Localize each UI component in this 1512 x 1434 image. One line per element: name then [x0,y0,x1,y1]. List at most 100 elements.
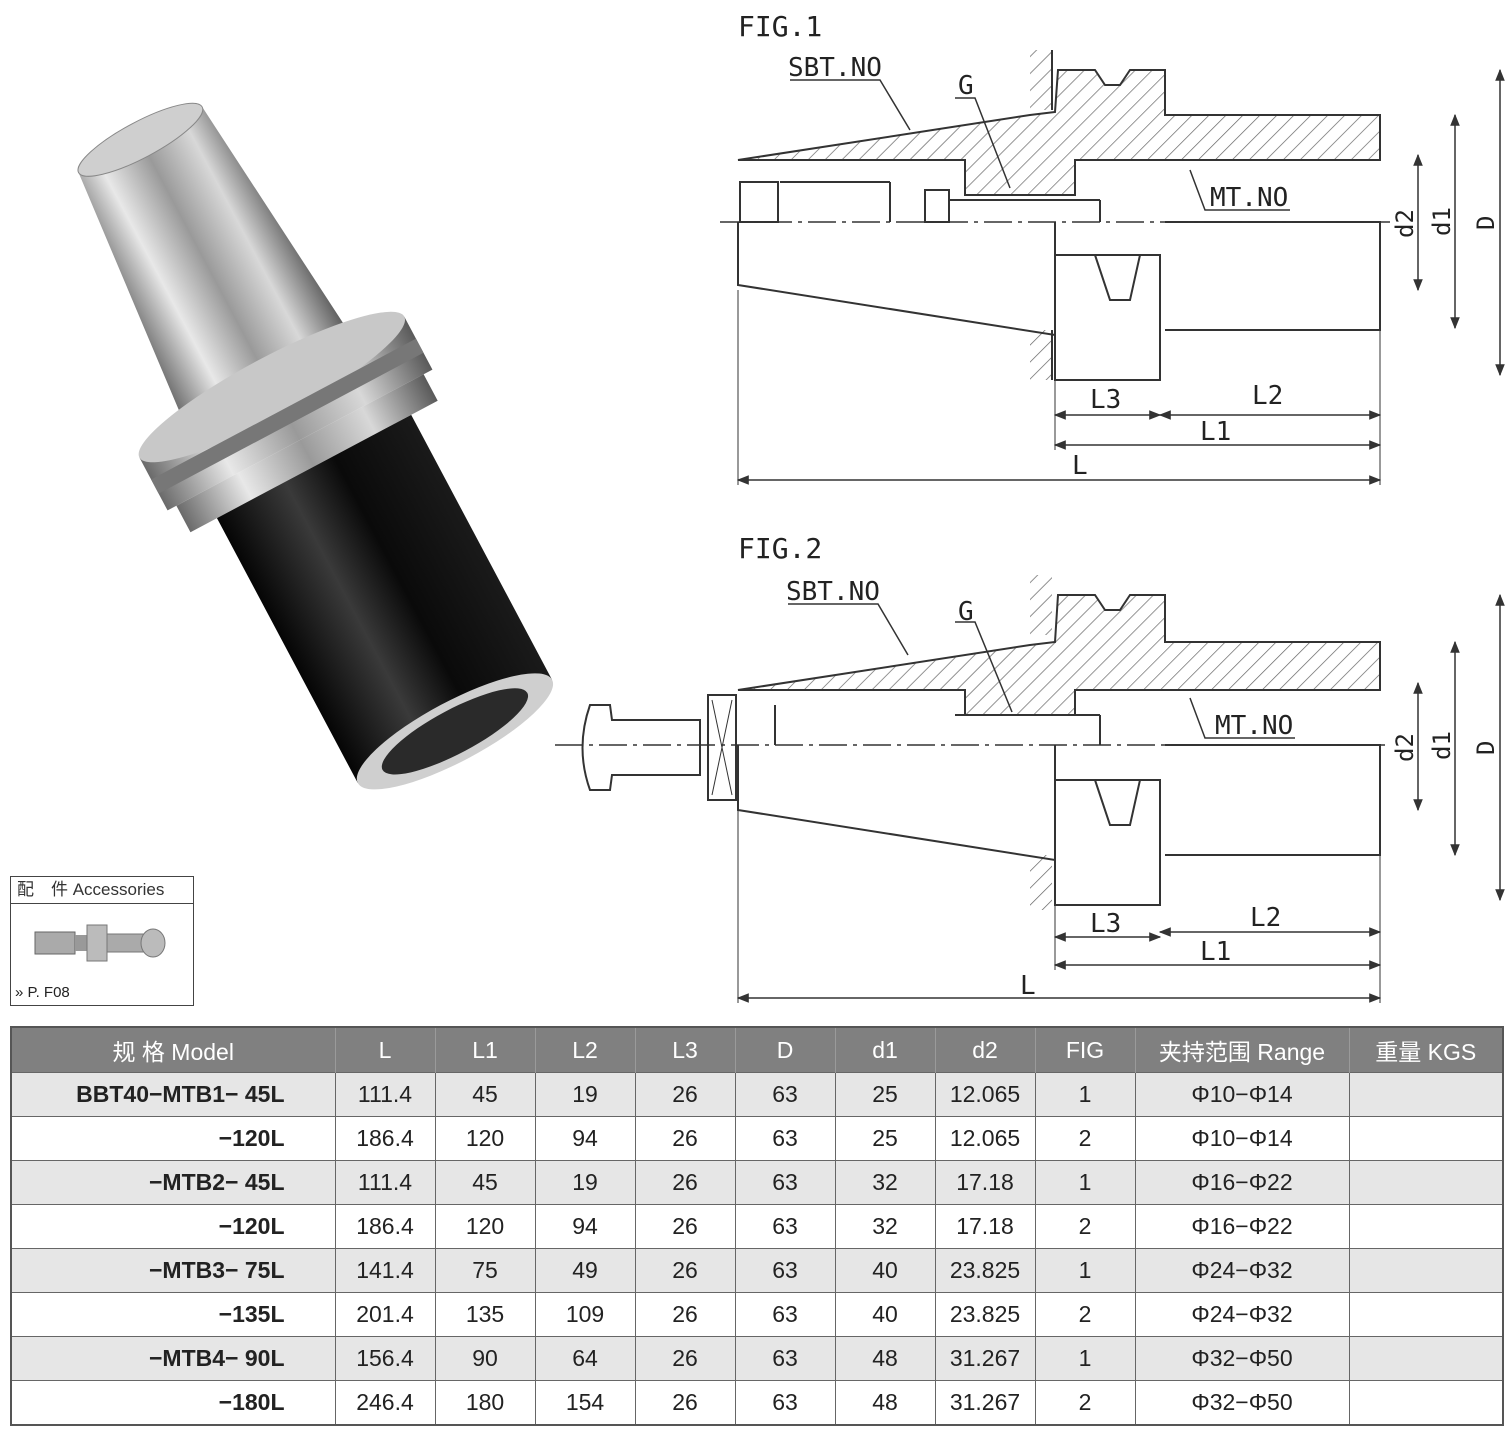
header-l2: L2 [534,1027,635,1073]
header-d2: d2 [934,1027,1035,1073]
cell: 26 [634,1380,735,1425]
cell: 63 [734,1248,835,1293]
table-row: −120L 186.4 120 94 26 63 25 12.065 2 Φ10… [10,1116,1503,1161]
cell: 186.4 [334,1116,435,1161]
fig1-d1-label: d1 [1428,207,1456,236]
cell: 156.4 [334,1336,435,1381]
cell: 1 [1034,1160,1135,1205]
header-weight: 重量 KGS [1348,1027,1503,1073]
cell: 26 [634,1160,735,1205]
cell-model: −MTB2− 45L [10,1160,335,1205]
fig2-l3-label: L3 [1090,909,1121,939]
cell: 26 [634,1248,735,1293]
cell-model: −MTB3− 75L [10,1248,335,1293]
cell: 246.4 [334,1380,435,1425]
cell: 111.4 [334,1160,435,1205]
cell: 23.825 [934,1248,1035,1293]
cell [1348,1336,1503,1381]
fig1-mt-label: MT.NO [1210,183,1288,213]
cell: 201.4 [334,1292,435,1337]
cell: 45 [434,1072,535,1117]
cell: 63 [734,1072,835,1117]
cell: 63 [734,1336,835,1381]
cell: 23.825 [934,1292,1035,1337]
cell: 31.267 [934,1336,1035,1381]
pull-stud-image [34,924,166,962]
header-fig: FIG [1034,1027,1135,1073]
cell: 1 [1034,1248,1135,1293]
table-row: −135L 201.4 135 109 26 63 40 23.825 2 Φ2… [10,1292,1503,1337]
fig2-drawing: FIG.2 SBT.NO G MT.NO L3 L2 L1 [555,532,1505,1003]
cell: 63 [734,1204,835,1249]
cell-model: −120L [10,1116,335,1161]
fig2-dd-label: D [1472,741,1500,755]
fig1-l2-label: L2 [1252,381,1283,411]
cell: 40 [834,1248,935,1293]
header-l: L [334,1027,435,1073]
cell [1348,1292,1503,1337]
cell: 2 [1034,1380,1135,1425]
fig1-sbt-label: SBT.NO [788,53,882,83]
cell: 63 [734,1292,835,1337]
cell-model: −120L [10,1204,335,1249]
cell [1348,1160,1503,1205]
fig2-g-label: G [958,597,974,627]
fig2-d1-label: d1 [1428,731,1456,760]
cell: 40 [834,1292,935,1337]
cell: 135 [434,1292,535,1337]
cell: 48 [834,1380,935,1425]
cell: Φ24−Φ32 [1134,1248,1349,1293]
fig2-title: FIG.2 [738,532,822,565]
spec-table: 规 格 Model L L1 L2 L3 D d1 d2 FIG 夹持范围 Ra… [10,1026,1504,1426]
fig1-d2-label: d2 [1391,209,1419,238]
cell: 26 [634,1116,735,1161]
cell: 12.065 [934,1116,1035,1161]
cell: 1 [1034,1336,1135,1381]
cell: 120 [434,1116,535,1161]
cell [1348,1116,1503,1161]
cell [1348,1380,1503,1425]
cell: 2 [1034,1204,1135,1249]
cell: 25 [834,1072,935,1117]
cell: 94 [534,1116,635,1161]
fig1-l3-label: L3 [1090,385,1121,415]
cell: 2 [1034,1292,1135,1337]
cell: 45 [434,1160,535,1205]
cell: 141.4 [334,1248,435,1293]
cell: Φ16−Φ22 [1134,1204,1349,1249]
table-row: −180L 246.4 180 154 26 63 48 31.267 2 Φ3… [10,1380,1503,1425]
header-l3: L3 [634,1027,735,1073]
table-header-row: 规 格 Model L L1 L2 L3 D d1 d2 FIG 夹持范围 Ra… [10,1027,1503,1073]
cell: 32 [834,1160,935,1205]
technical-drawings: FIG.1 SBT.NO G MT.NO [555,10,1505,1003]
cell [1348,1072,1503,1117]
cell: 26 [634,1204,735,1249]
cell: 17.18 [934,1160,1035,1205]
header-d1: d1 [834,1027,935,1073]
cell: Φ32−Φ50 [1134,1336,1349,1381]
cell: 25 [834,1116,935,1161]
cell: 17.18 [934,1204,1035,1249]
fig1-drawing: FIG.1 SBT.NO G MT.NO [720,10,1505,485]
table-row: −120L 186.4 120 94 26 63 32 17.18 2 Φ16−… [10,1204,1503,1249]
cell [1348,1248,1503,1293]
cell-model: BBT40−MTB1− 45L [10,1072,335,1117]
table-row: −MTB2− 45L 111.4 45 19 26 63 32 17.18 1 … [10,1160,1503,1205]
fig2-mt-label: MT.NO [1215,711,1293,741]
cell: 63 [734,1116,835,1161]
cell: 154 [534,1380,635,1425]
fig1-l-label: L [1072,451,1088,481]
accessories-title: 配 件 Accessories [11,877,193,904]
cell: 31.267 [934,1380,1035,1425]
fig2-sbt-label: SBT.NO [786,577,880,607]
cell: 186.4 [334,1204,435,1249]
accessories-box: 配 件 Accessories » P. F08 [10,876,194,1006]
cell: 63 [734,1380,835,1425]
tool-holder-photo [77,102,554,790]
cell: 1 [1034,1072,1135,1117]
fig2-l1-label: L1 [1200,937,1231,967]
cell: 64 [534,1336,635,1381]
cell-model: −180L [10,1380,335,1425]
cell: 32 [834,1204,935,1249]
fig2-l2-label: L2 [1250,903,1281,933]
